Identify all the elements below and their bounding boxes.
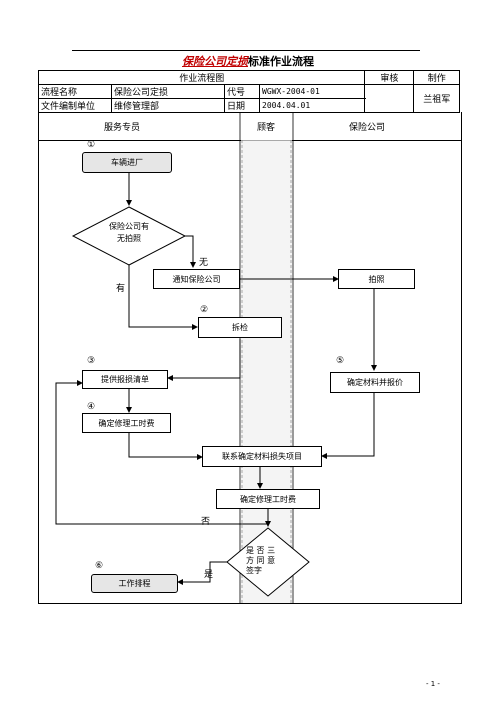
header-table: 作业流程图 审核 制作 流程名称 保险公司定损 代号 WGWX-2004-01 … — [37, 70, 460, 113]
photo-question-text: 保险公司有 无拍照 — [98, 221, 160, 245]
author-value: 兰祖军 — [413, 84, 460, 113]
notify-insurer-box: 通知保险公司 — [153, 269, 240, 289]
photo-question-line2: 无拍照 — [117, 234, 141, 243]
title-rest: 标准作业流程 — [248, 55, 314, 68]
photo-box: 拍照 — [338, 269, 415, 289]
yes-label: 有 — [116, 284, 126, 294]
agree-line2: 方 同 意 — [246, 556, 276, 565]
step-number-5: ⑤ — [336, 356, 345, 366]
step-number-1: ① — [87, 140, 96, 150]
lane-insurer: 保险公司 — [349, 123, 386, 133]
title-highlight: 保险公司定损 — [182, 55, 248, 68]
contact-confirm-box: 联系确定材料损失项目 — [202, 446, 322, 467]
schedule-box: 工作排程 — [91, 574, 178, 593]
step-number-4: ④ — [87, 402, 96, 412]
page-title: 保险公司定损标准作业流程 — [0, 53, 496, 69]
photo-question-line1: 保险公司有 — [109, 222, 149, 231]
date-value: 2004.04.01 — [258, 98, 366, 113]
top-rule — [72, 50, 420, 51]
confirm-labor-2-box: 确定修理工时费 — [216, 489, 320, 509]
disassemble-box: 拆检 — [198, 317, 282, 338]
review-value — [364, 84, 415, 113]
step-number-6: ⑥ — [95, 561, 104, 571]
page-number: - 1 - — [426, 680, 440, 688]
confirm-labor-box: 确定修理工时费 — [82, 413, 171, 433]
yes-label-2: 是 — [204, 570, 214, 580]
provide-list-box: 提供报损清单 — [82, 370, 168, 389]
step-number-3: ③ — [87, 356, 96, 366]
flow-area — [38, 140, 462, 604]
step-number-2: ② — [200, 305, 209, 315]
confirm-material-box: 确定材料并报价 — [330, 372, 420, 393]
no-label-2: 否 — [201, 517, 211, 527]
car-in-box: 车辆进厂 — [82, 152, 172, 173]
lane-service: 服务专员 — [104, 123, 141, 133]
lane-customer: 顾客 — [257, 123, 276, 133]
agree-line3: 签字 — [246, 566, 262, 575]
agree-decision-diamond — [226, 527, 310, 597]
no-label: 无 — [199, 258, 209, 268]
agree-question-text: 是 否 三 方 同 意 签字 — [246, 546, 290, 576]
agree-line1: 是 否 三 — [246, 546, 276, 555]
